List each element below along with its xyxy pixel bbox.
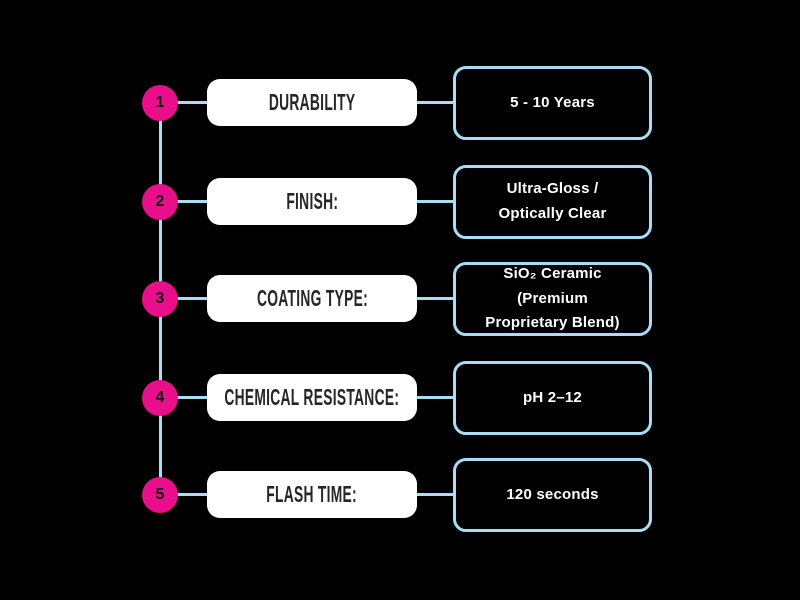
spec-value-box: pH 2–12 (453, 361, 652, 435)
step-number: 2 (155, 193, 165, 210)
spec-label: FINISH: (286, 187, 338, 215)
spec-label: CHEMICAL RESISTANCE: (224, 383, 400, 411)
step-number-badge: 5 (142, 477, 178, 513)
spec-value: 120 seconds (506, 485, 599, 503)
spec-label-box: DURABILITY (207, 79, 417, 126)
step-number-badge: 3 (142, 281, 178, 317)
connector-label-to-value (417, 200, 453, 203)
spec-value-box: 5 - 10 Years (453, 66, 652, 140)
spec-label-box: FINISH: (207, 178, 417, 225)
spec-label-box: CHEMICAL RESISTANCE: (207, 374, 417, 421)
spec-value: pH 2–12 (523, 388, 582, 406)
spec-label: FLASH TIME: (266, 480, 358, 508)
step-number-badge: 4 (142, 380, 178, 416)
spec-label-box: COATING TYPE: (207, 275, 417, 322)
step-number: 3 (155, 290, 165, 307)
connector-label-to-value (417, 493, 453, 496)
spec-value-box: 120 seconds (453, 458, 652, 532)
step-number-badge: 1 (142, 85, 178, 121)
step-number: 4 (155, 389, 165, 406)
spec-label: COATING TYPE: (256, 284, 368, 312)
connector-circle-to-label (160, 297, 207, 300)
spec-value: 5 - 10 Years (510, 93, 595, 111)
spec-value-box: Ultra-Gloss / Optically Clear (453, 165, 652, 239)
spec-label-box: FLASH TIME: (207, 471, 417, 518)
spec-value: SiO₂ Ceramic (Premium Proprietary Blend) (485, 264, 620, 332)
spec-label: DURABILITY (268, 88, 356, 116)
spec-value-box: SiO₂ Ceramic (Premium Proprietary Blend) (453, 262, 652, 336)
connector-circle-to-label (160, 200, 207, 203)
spec-value: Ultra-Gloss / Optically Clear (498, 180, 607, 222)
connector-circle-to-label (160, 493, 207, 496)
step-number: 1 (155, 94, 165, 111)
connector-label-to-value (417, 396, 453, 399)
step-number: 5 (155, 486, 165, 503)
connector-circle-to-label (160, 396, 207, 399)
connector-label-to-value (417, 297, 453, 300)
connector-circle-to-label (160, 101, 207, 104)
step-number-badge: 2 (142, 184, 178, 220)
connector-label-to-value (417, 101, 453, 104)
